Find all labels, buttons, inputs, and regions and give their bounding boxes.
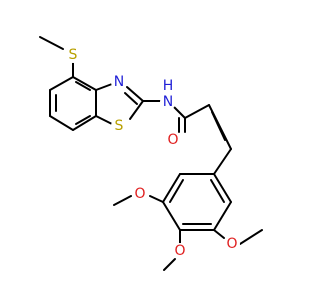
bond [75, 115, 91, 125]
atom-label-s-thiazole: S [111, 118, 127, 134]
bond [113, 195, 132, 206]
oxygen-label: O [167, 132, 178, 148]
nitrogen-label: N [163, 94, 173, 110]
atom-label-n-thiazole: N [111, 74, 127, 90]
hydrogen-label: H [163, 78, 174, 94]
bond [169, 179, 184, 203]
bond [239, 229, 263, 245]
bond [163, 258, 176, 271]
bond [173, 106, 186, 119]
bond [162, 201, 181, 231]
bond [211, 111, 226, 141]
atom-label-o-methoxy-middle: O [172, 243, 188, 259]
bond [49, 76, 74, 91]
bond [184, 104, 210, 119]
oxygen-label: O [226, 236, 237, 252]
atom-label-o-carbonyl: O [165, 132, 181, 148]
bond [213, 229, 225, 239]
bond [210, 179, 225, 203]
bond [95, 115, 113, 125]
bond [39, 36, 64, 50]
bond [149, 195, 164, 203]
atom-label-nh-amide: N H [160, 78, 176, 110]
nitrogen-label: N [114, 74, 124, 90]
atom-label-o-methoxy-left: O [132, 186, 148, 202]
bond [75, 81, 91, 91]
bond [49, 115, 74, 131]
bond [213, 173, 232, 203]
oxygen-label: O [174, 243, 185, 259]
bond [72, 76, 97, 91]
molecule-diagram: S N S N H O O O O [39, 36, 263, 271]
structure-svg: S N S N H O O O O [39, 36, 263, 271]
bond [95, 83, 113, 91]
sulfur-label: S [115, 118, 124, 134]
atom-label-s-methylthio: S [65, 47, 81, 63]
bond [129, 100, 144, 120]
bond [124, 92, 138, 105]
bond [126, 86, 144, 102]
oxygen-label: O [134, 186, 145, 202]
bond [162, 173, 181, 203]
sulfur-label: S [69, 47, 78, 63]
bond [72, 115, 97, 131]
bond [213, 148, 232, 175]
atom-label-o-methoxy-right: O [224, 236, 240, 252]
bond [213, 201, 232, 231]
